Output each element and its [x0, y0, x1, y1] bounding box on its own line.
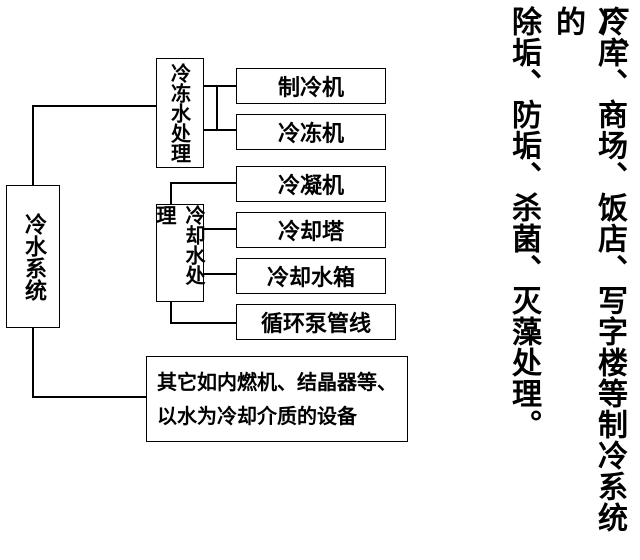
item-label: 冷却塔 — [277, 220, 344, 245]
item-label: 循环泵管线 — [260, 312, 371, 337]
connector — [32, 396, 146, 398]
connector — [170, 182, 172, 204]
connector — [170, 182, 236, 184]
item-label: 冷凝机 — [277, 174, 344, 199]
connector — [216, 85, 218, 129]
item-box: 循环泵管线 — [236, 304, 396, 340]
connector — [32, 105, 156, 107]
connector — [170, 302, 172, 322]
group-box-frozen-water: 冷冻水处理 — [156, 58, 204, 168]
connector — [32, 105, 34, 185]
item-box: 冷却水箱 — [236, 258, 386, 294]
item-box: 制冷机 — [236, 68, 386, 104]
root-box: 冷水系统 — [6, 185, 60, 328]
connector — [204, 273, 236, 275]
other-line-2: 以水为冷却介质的设备 — [157, 404, 357, 428]
connector — [204, 228, 236, 230]
connector — [170, 322, 236, 324]
group-label: 冷冻水处理 — [167, 63, 192, 163]
connector — [204, 129, 236, 131]
item-label: 制冷机 — [277, 76, 344, 101]
item-label: 冷却水箱 — [266, 266, 355, 291]
item-box: 冷冻机 — [236, 114, 386, 150]
item-label: 冷冻机 — [277, 122, 344, 147]
group-label: 冷却水处理 — [153, 205, 206, 285]
description-column-1: 适用于电站、钢厂、内燃机厂、纺织厂、 — [594, 6, 640, 502]
other-equipment-box: 其它如内燃机、结晶器等、 以水为冷却介质的设备 — [146, 356, 408, 442]
item-box: 冷却塔 — [236, 212, 386, 248]
group-box-cooling-water: 冷却水处理 — [153, 204, 206, 302]
description-column-2: 冷库、商场、饭店、写字楼等制冷系统的 — [550, 6, 627, 533]
item-box: 冷凝机 — [236, 166, 386, 202]
other-line-1: 其它如内燃机、结晶器等、 — [157, 370, 397, 394]
root-label: 冷水系统 — [21, 212, 46, 301]
connector — [204, 85, 236, 87]
description-column-3: 除垢、防垢、杀菌、灭藻处理。 — [506, 6, 541, 440]
connector — [32, 328, 34, 396]
